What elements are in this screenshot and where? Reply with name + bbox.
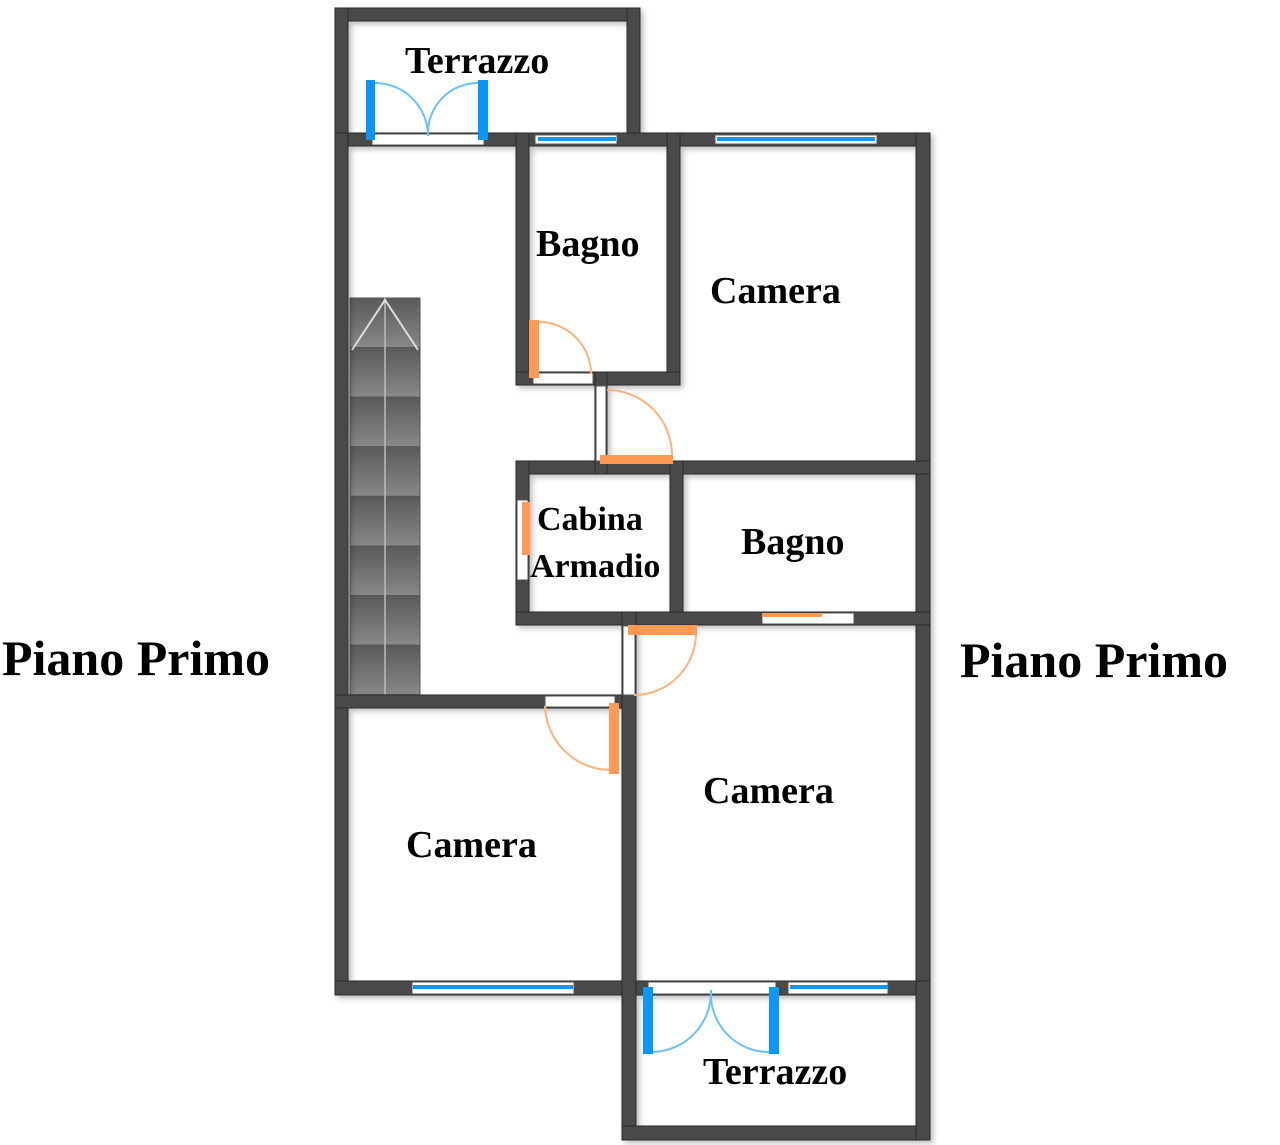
door-leaf (522, 502, 530, 555)
door-leaf (529, 320, 539, 378)
terrace-door-leaf (478, 80, 488, 140)
room-label-camera-bottom-left: Camera (406, 824, 537, 866)
doors (522, 320, 822, 774)
door-leaf (600, 455, 673, 464)
windows (366, 80, 888, 1054)
window (717, 137, 875, 141)
window (413, 985, 573, 989)
floor-title-left: Piano Primo (2, 630, 271, 686)
room-label-bagno-middle: Bagno (741, 521, 845, 563)
stair-arrow-icon (351, 298, 419, 351)
staircase (349, 297, 421, 696)
room-label-camera-bottom-right: Camera (703, 770, 834, 812)
room-label-terrazzo-top: Terrazzo (405, 40, 550, 82)
door-leaf (609, 703, 619, 774)
door-leaf (762, 613, 822, 617)
room-label-bagno-top: Bagno (536, 223, 640, 265)
room-label-cabina: Cabina (537, 501, 643, 538)
window (790, 985, 888, 989)
door-leaf (628, 625, 697, 635)
room-label-camera-top-right: Camera (710, 270, 841, 312)
room-label-terrazzo-bottom: Terrazzo (703, 1051, 848, 1093)
terrace-door-leaf (769, 987, 779, 1054)
terrace-door-leaf (643, 987, 653, 1054)
room-label-armadio: Armadio (530, 548, 661, 585)
terrace-door-leaf (366, 80, 375, 140)
floor-title-right: Piano Primo (960, 632, 1229, 688)
window (538, 137, 616, 141)
